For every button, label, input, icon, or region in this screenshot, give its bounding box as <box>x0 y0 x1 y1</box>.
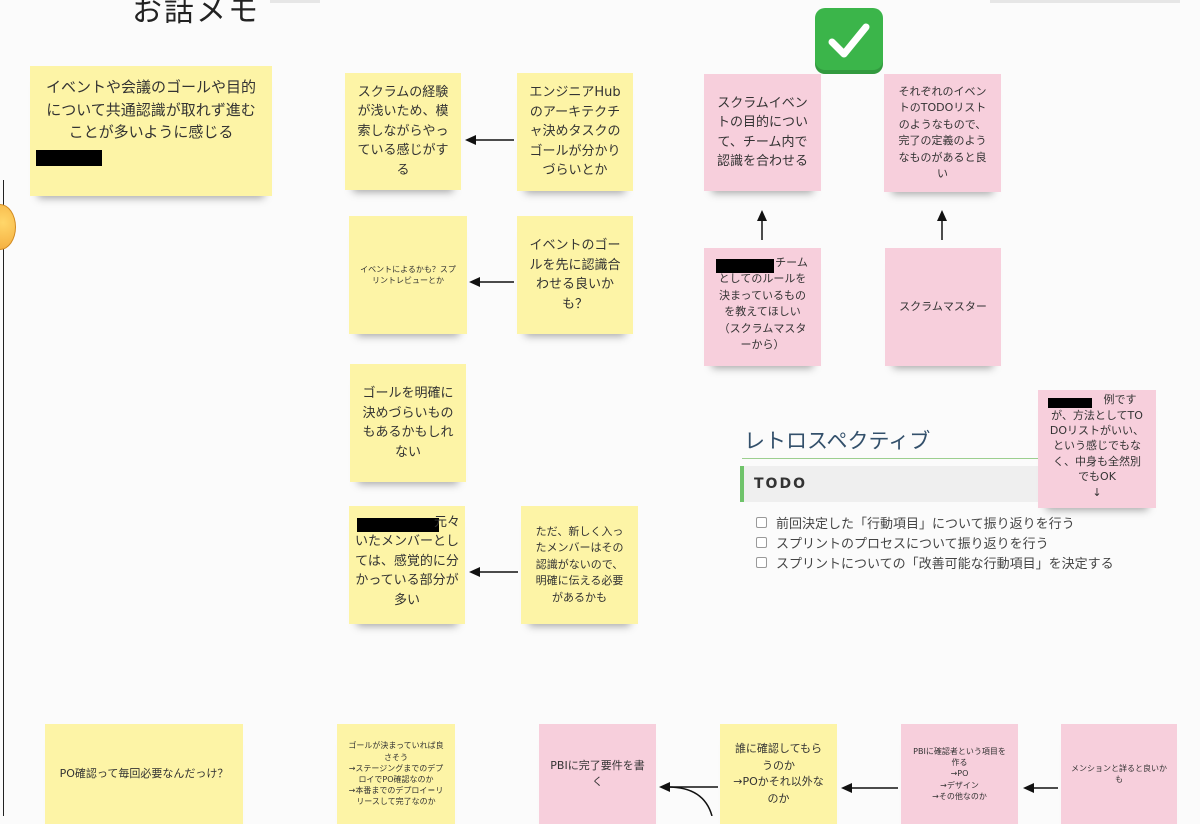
todo-item-label: スプリントについての「改善可能な行動項目」を決定する <box>776 556 1114 572</box>
divider <box>742 458 1042 459</box>
sticky-note[interactable]: それぞれのイベントのTODOリストのようなもので、完了の定義のようなものがあると… <box>884 74 1001 192</box>
sticky-note-text: それぞれのイベントのTODOリストのようなもので、完了の定義のようなものがあると… <box>898 84 987 181</box>
face-emoji-icon <box>0 204 16 250</box>
sticky-note-text: 元々いたメンバーとしては、感覚的に分かっている部分が多い <box>355 514 461 608</box>
checkbox[interactable] <box>756 556 767 568</box>
connector-line <box>3 180 4 816</box>
sticky-note[interactable]: PBIに確認者という項目を作る →PO →デザイン →その他なのか <box>901 724 1018 824</box>
sticky-note[interactable]: 例ですが、方法としてTODOリストがいい、という感じでもなく、中身も全然別でもO… <box>1038 390 1156 508</box>
sticky-note-text: ゴールを明確に決めづらいものもあるかもしれない <box>362 386 454 460</box>
sticky-note-text: ゴールが決まっていれば良さそう →ステージングまでのデプロイでPO確認なのか →… <box>348 741 444 807</box>
redaction-block <box>357 517 439 532</box>
arrow-left-icon <box>659 782 718 816</box>
sticky-note[interactable]: スクラムの経験が浅いため、模索しながらやっている感じがする <box>345 73 461 190</box>
sticky-note-text: イベントや会議のゴールや目的について共通認識が取れず進むことが多いように感じる <box>45 78 256 141</box>
sticky-note-text: スクラムの経験が浅いため、模索しながらやっている感じがする <box>357 84 449 178</box>
sticky-note-text: イベントのゴールを先に認識合わせる良いかも？ <box>529 238 621 312</box>
redaction-block <box>1048 398 1092 409</box>
sticky-note[interactable]: 元々いたメンバーとしては、感覚的に分かっている部分が多い <box>349 506 465 624</box>
sticky-note-text: PO確認って毎回必要なんだっけ？ <box>59 766 229 780</box>
redaction-block <box>36 149 102 166</box>
sticky-note[interactable]: ゴールが決まっていれば良さそう →ステージングまでのデプロイでPO確認なのか →… <box>337 724 455 824</box>
arrow-up-icon <box>757 210 767 240</box>
sticky-note-text: ただ、新しく入ったメンバーはその認識がないので、明確に伝える必要があるかも <box>535 524 624 604</box>
sticky-note[interactable]: チームとしてのルールを決まっているものを教えてほしい（スクラムマスターから） <box>704 248 821 366</box>
sticky-note[interactable]: イベントのゴールを先に認識合わせる良いかも？ <box>517 216 633 334</box>
arrow-left-icon <box>469 567 518 577</box>
todo-item[interactable]: 前回決定した「行動項目」について振り返りを行う <box>756 512 1114 532</box>
sticky-note[interactable]: スクラムイベントの目的について、チーム内で認識を合わせる <box>704 74 821 191</box>
sticky-note-text: スクラムマスター <box>899 299 987 313</box>
sticky-note[interactable]: メンションと詳ると良いかも <box>1061 724 1177 824</box>
sticky-note-text: PBIに完了要件を書く <box>550 758 645 789</box>
arrow-left-icon <box>1023 783 1058 793</box>
sticky-note-text: イベントによるかも？スプリントレビューとか <box>360 264 456 285</box>
sticky-note-text: 例ですが、方法としてTODOリストがいい、という感じでもなく、中身も全然別でもO… <box>1049 393 1145 484</box>
todo-item[interactable]: スプリントについての「改善可能な行動項目」を決定する <box>756 552 1114 572</box>
check-mark-emoji-icon <box>815 8 883 74</box>
sticky-note[interactable]: イベントや会議のゴールや目的について共通認識が取れず進むことが多いように感じる <box>30 66 272 196</box>
sticky-note[interactable]: スクラムマスター <box>885 248 1001 366</box>
arrow-left-icon <box>841 783 898 793</box>
todo-item-label: スプリントのプロセスについて振り返りを行う <box>776 536 1049 552</box>
frame-edge <box>270 0 320 3</box>
sticky-note[interactable]: ゴールを明確に決めづらいものもあるかもしれない <box>350 364 466 482</box>
sticky-note[interactable]: PBIに完了要件を書く <box>539 724 656 824</box>
arrow-left-icon <box>469 277 514 287</box>
arrow-left-icon <box>465 135 514 145</box>
sticky-note-text: 誰に確認してもらうのか →POかそれ以外なのか <box>733 742 824 805</box>
sticky-note-text: ↓ <box>1092 485 1102 499</box>
sticky-note[interactable]: エンジニアHubのアーキテクチャ決めタスクのゴールが分かりづらいとか <box>517 73 633 191</box>
checkbox[interactable] <box>756 536 767 548</box>
sticky-note-text: PBIに確認者という項目を作る →PO →デザイン →その他なのか <box>913 747 1006 801</box>
frame-edge <box>990 0 1180 3</box>
todo-item[interactable]: スプリントのプロセスについて振り返りを行う <box>756 532 1114 552</box>
sticky-note-text: メンションと詳ると良いかも <box>1071 763 1167 784</box>
todo-item-label: 前回決定した「行動項目」について振り返りを行う <box>776 516 1075 532</box>
page-title: お話メモ <box>132 0 260 29</box>
checkbox[interactable] <box>756 516 767 528</box>
sticky-note[interactable]: PO確認って毎回必要なんだっけ？ <box>45 724 243 824</box>
sticky-note-text: チームとしてのルールを決まっているものを教えてほしい（スクラムマスターから） <box>718 255 808 352</box>
sticky-note-text: エンジニアHubのアーキテクチャ決めタスクのゴールが分かりづらいとか <box>529 85 621 179</box>
sticky-note-text: スクラムイベントの目的について、チーム内で認識を合わせる <box>716 95 808 170</box>
todo-list: 前回決定した「行動項目」について振り返りを行う スプリントのプロセスについて振り… <box>756 512 1114 572</box>
todo-header: TODO <box>740 466 1040 502</box>
sticky-note[interactable]: イベントによるかも？スプリントレビューとか <box>349 216 467 334</box>
redaction-block <box>716 258 774 273</box>
arrow-up-icon <box>937 210 947 240</box>
sticky-note[interactable]: ただ、新しく入ったメンバーはその認識がないので、明確に伝える必要があるかも <box>521 506 638 624</box>
sticky-note[interactable]: 誰に確認してもらうのか →POかそれ以外なのか <box>720 724 837 824</box>
retro-heading: レトロスペクティブ <box>744 429 931 453</box>
